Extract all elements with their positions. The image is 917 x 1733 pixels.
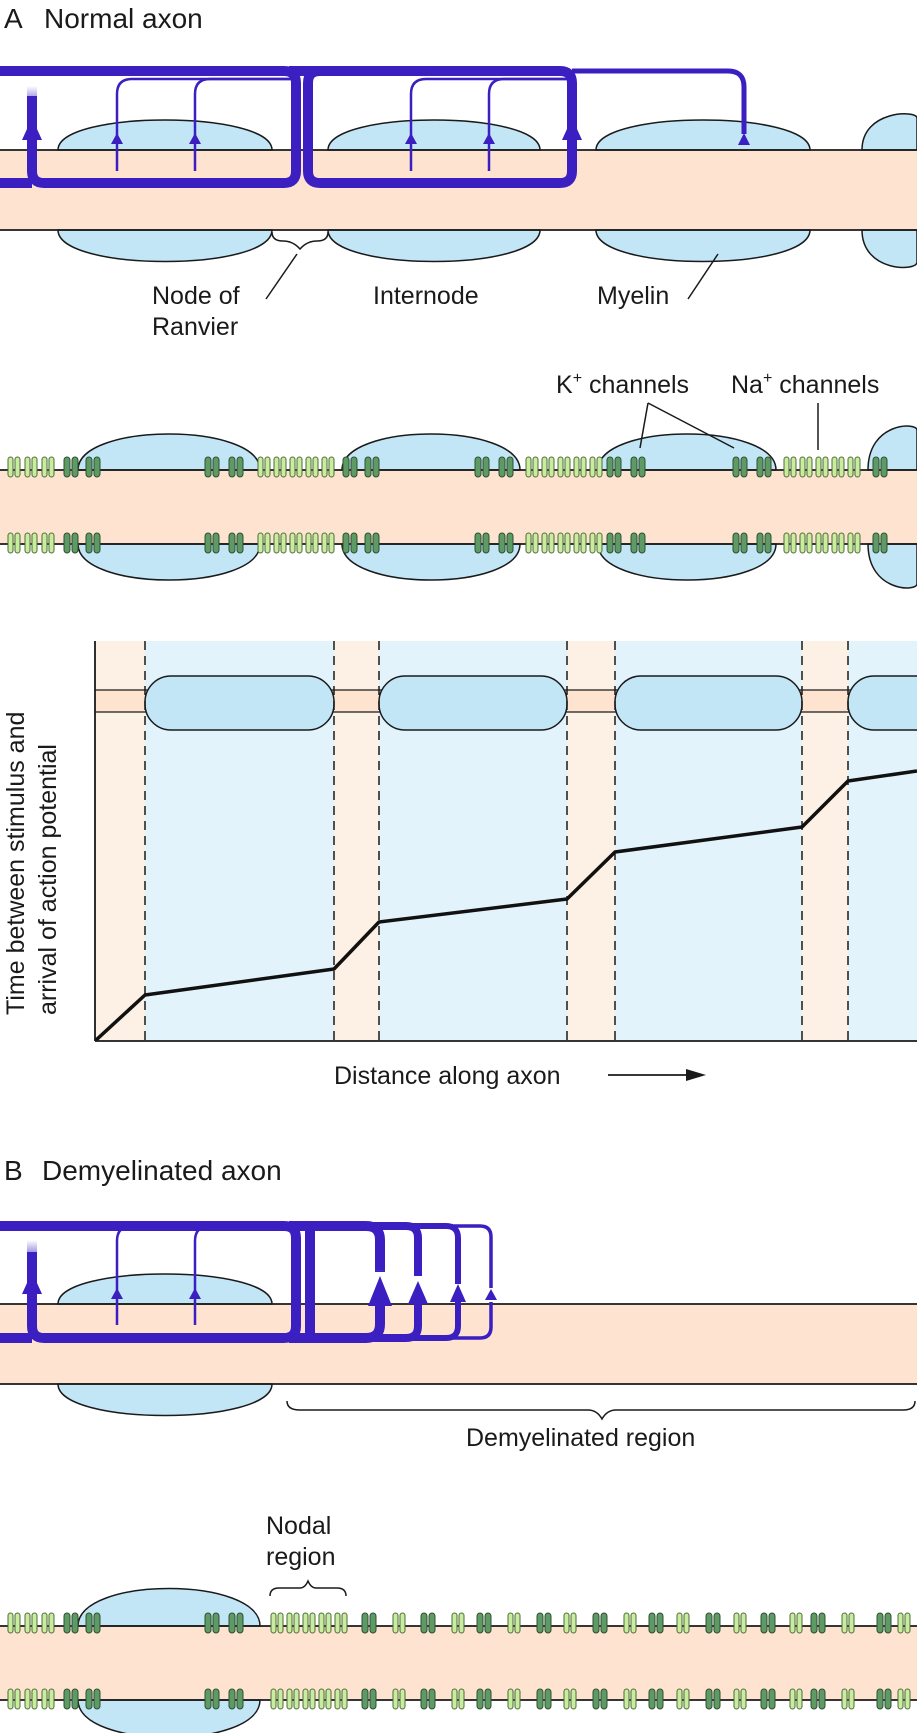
svg-text:K+ channels: K+ channels bbox=[556, 370, 689, 399]
direction-arrow-icon bbox=[608, 1069, 706, 1081]
current-arrow-icon bbox=[22, 118, 42, 140]
k-leader-line bbox=[647, 402, 735, 449]
current-fade-tips bbox=[27, 1240, 385, 1272]
node-boundaries bbox=[144, 641, 849, 1041]
myelin-sheath bbox=[614, 675, 803, 731]
panel-a-letter: A bbox=[4, 3, 23, 34]
channel-distribution-normal: K+ channels Na+ channels bbox=[0, 370, 917, 589]
node-label-line2: Ranvier bbox=[152, 313, 238, 341]
current-arrow-icon bbox=[483, 133, 495, 144]
node-label-line1: Node of bbox=[152, 282, 240, 310]
myelin-label: Myelin bbox=[597, 282, 669, 310]
nodal-label-line1: Nodal bbox=[266, 1512, 331, 1540]
myelin-sheath bbox=[378, 675, 568, 731]
myelin-sheath bbox=[327, 229, 541, 263]
node-brace bbox=[271, 231, 329, 251]
panel-a-heading: A Normal axon bbox=[4, 3, 203, 34]
k-channels-label: K+ channels bbox=[556, 370, 689, 399]
current-loop-thin bbox=[487, 77, 572, 171]
demyelinated-brace bbox=[286, 1400, 916, 1421]
myelin-sheath bbox=[597, 543, 777, 581]
current-arrow-icon bbox=[22, 1272, 42, 1294]
current-arrow-icon bbox=[450, 1284, 466, 1302]
arrival-time-curve bbox=[95, 769, 917, 1041]
nodal-label-line2: region bbox=[266, 1543, 336, 1571]
current-arrow-icon bbox=[562, 118, 582, 140]
myelin-leader-line bbox=[687, 253, 719, 300]
current-loop-primary bbox=[289, 66, 577, 188]
myelin-sheath bbox=[595, 119, 811, 151]
myelin-sheath bbox=[57, 229, 273, 263]
myelin-sheath bbox=[57, 119, 273, 151]
demyelinated-axon-diagram: Demyelinated region bbox=[0, 1221, 917, 1452]
current-arrowheads bbox=[22, 1272, 497, 1306]
current-arrow-icon bbox=[405, 133, 417, 144]
current-arrowheads bbox=[22, 118, 750, 145]
svg-text:Na+ channels: Na+ channels bbox=[731, 370, 879, 399]
channel-distribution-demyelinated: Nodal region bbox=[0, 1512, 917, 1733]
conduction-time-graph: Time between stimulus and arrival of act… bbox=[2, 641, 917, 1090]
current-arrow-icon bbox=[189, 1288, 201, 1299]
current-arrow-icon bbox=[189, 133, 201, 144]
node-leader-line bbox=[265, 253, 298, 300]
current-fade-tips bbox=[27, 86, 577, 112]
current-arrow-icon bbox=[485, 1289, 497, 1300]
current-arrow-icon bbox=[408, 1281, 428, 1304]
myelin-sheath bbox=[144, 675, 335, 731]
internode-label: Internode bbox=[373, 282, 479, 310]
local-current-loops bbox=[0, 1221, 493, 1343]
current-arrow-icon bbox=[368, 1276, 392, 1306]
axon-body bbox=[0, 470, 917, 544]
myelin-sheath bbox=[595, 229, 811, 263]
myelin-sheath bbox=[861, 229, 917, 269]
current-arrow-icon bbox=[111, 133, 123, 144]
panel-b-title: Demyelinated axon bbox=[42, 1155, 282, 1186]
panel-b-letter: B bbox=[4, 1155, 23, 1186]
axon-body bbox=[0, 150, 917, 230]
myelin-sheath bbox=[597, 433, 777, 471]
current-loop-secondary bbox=[572, 68, 747, 134]
myelin-sheath bbox=[327, 119, 541, 151]
myelin-sheath bbox=[341, 543, 521, 581]
current-loop-thin bbox=[193, 77, 296, 171]
demyelinated-label: Demyelinated region bbox=[466, 1424, 695, 1452]
local-current-loops bbox=[0, 66, 747, 188]
current-loop-thin bbox=[409, 77, 572, 171]
myelin-sheath bbox=[861, 113, 917, 151]
myelin-sheath bbox=[57, 1273, 273, 1305]
x-axis-label: Distance along axon bbox=[334, 1062, 561, 1090]
panel-b-heading: B Demyelinated axon bbox=[4, 1155, 282, 1186]
na-channels-label: Na+ channels bbox=[731, 370, 879, 399]
normal-axon-diagram: Node of Ranvier Internode Myelin bbox=[0, 66, 917, 341]
y-axis-label-line1: Time between stimulus and bbox=[2, 712, 30, 1015]
current-arrow-icon bbox=[111, 1288, 123, 1299]
k-leader-line bbox=[639, 402, 649, 449]
axon-body bbox=[0, 1626, 917, 1700]
nodal-brace bbox=[269, 1579, 347, 1597]
current-arrow-icon bbox=[738, 133, 750, 145]
myelin-sheath bbox=[847, 675, 917, 731]
y-axis-label-line2: arrival of action potential bbox=[34, 744, 62, 1015]
current-loop-thin bbox=[115, 77, 296, 171]
myelin-sheath bbox=[57, 1383, 273, 1417]
panel-a-title: Normal axon bbox=[44, 3, 203, 34]
